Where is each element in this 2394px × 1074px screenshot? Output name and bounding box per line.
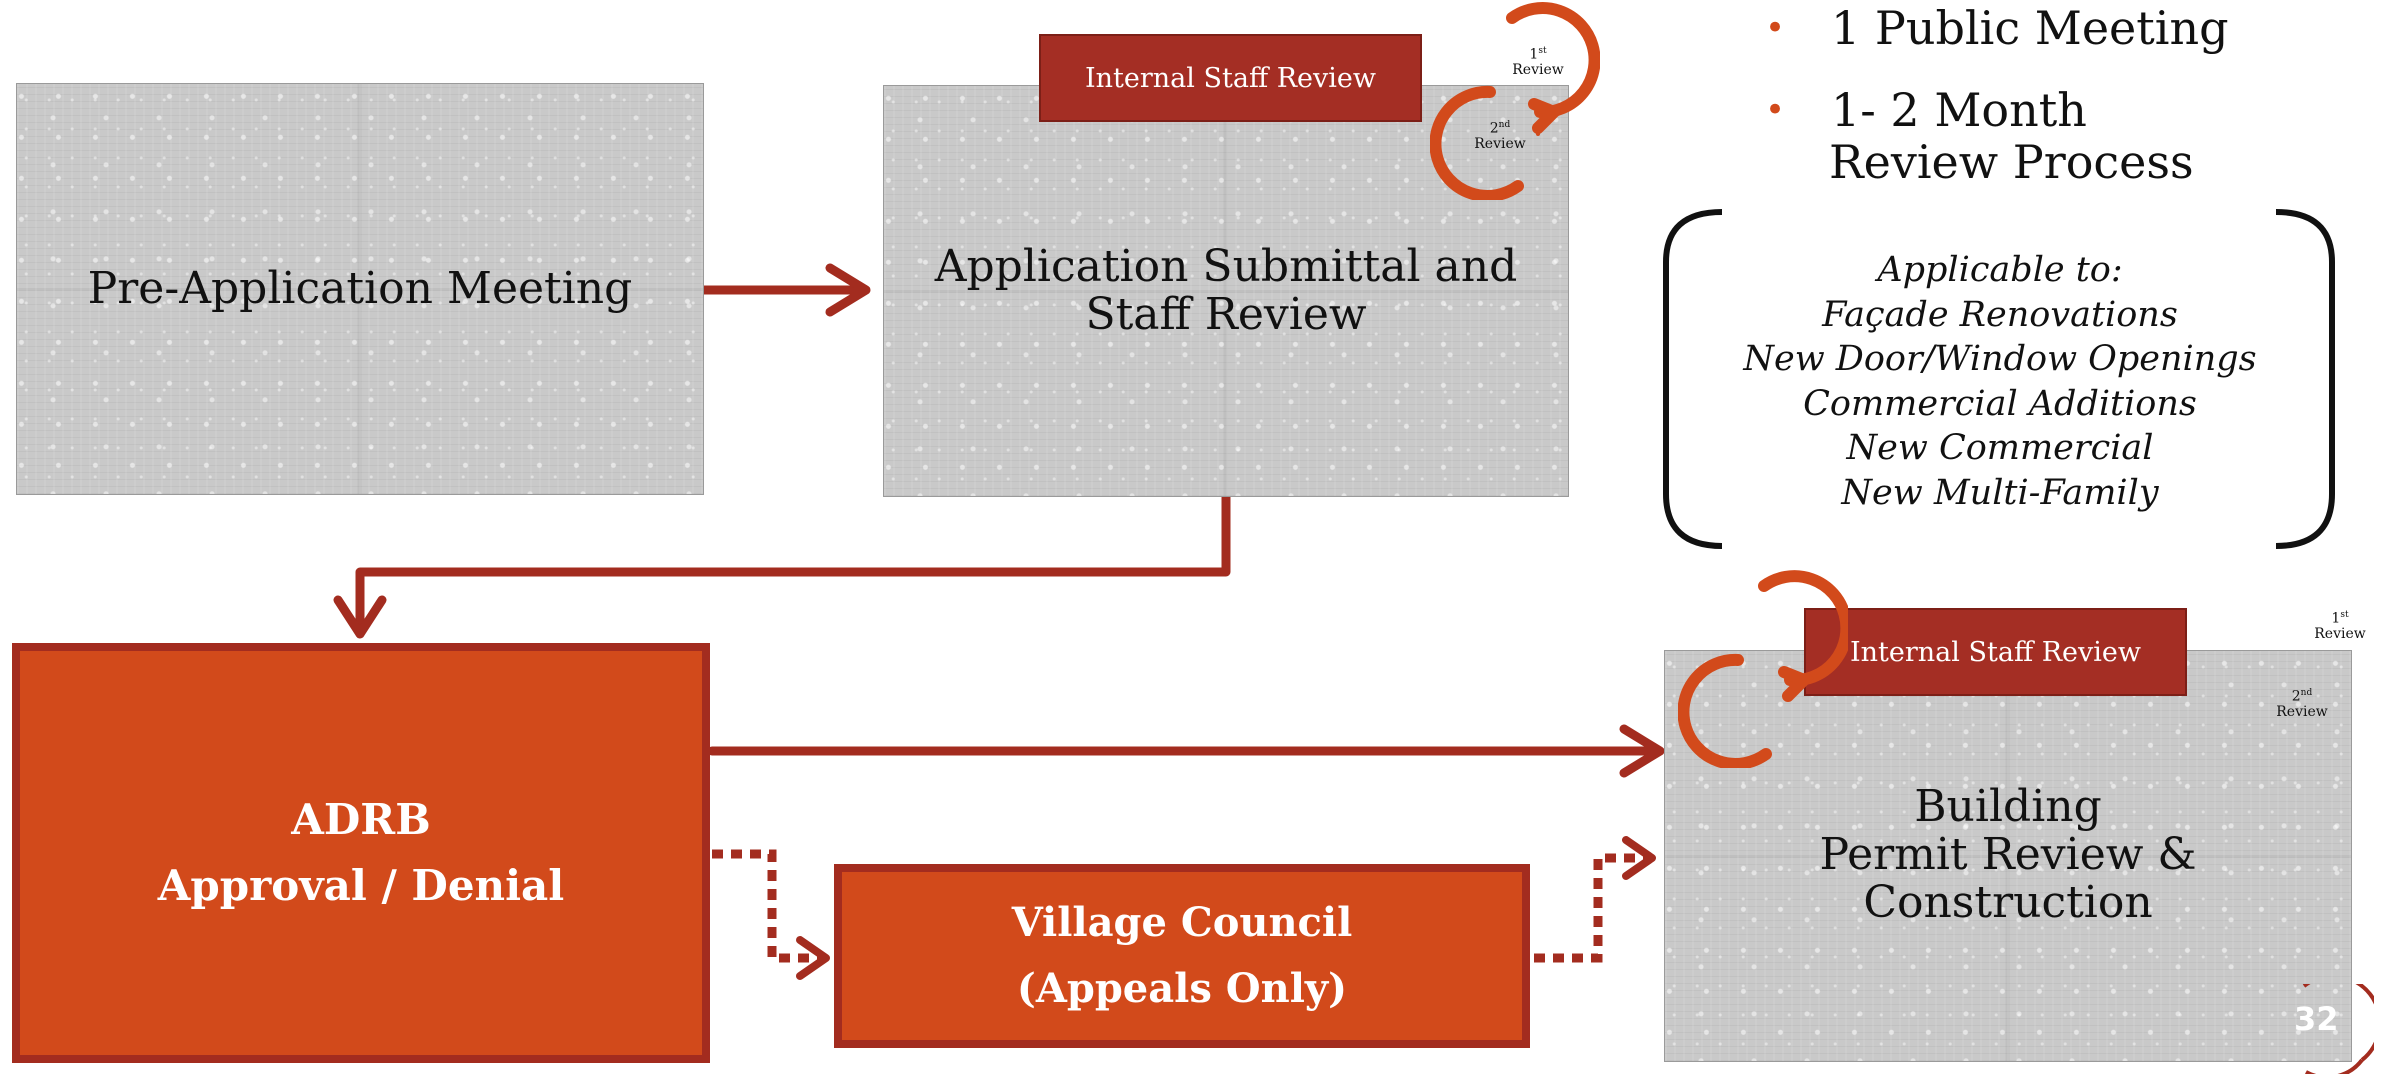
building-permit-box: Building Permit Review & Construction [1664,650,2352,1062]
building-permit-label: Building Permit Review & Construction [1819,783,2196,927]
first-review-label-top: 1st Review [1512,46,1564,78]
adrb-box: ADRB Approval / Denial [12,643,710,1063]
arrowhead-application-to-adrb [333,595,387,639]
applicable-item: Façade Renovations [1822,294,2178,335]
bullet-review-process: • 1- 2 Month Review Process [1765,84,2229,188]
right-bracket [2275,209,2335,549]
bullet-dot: • [1765,90,1786,130]
village-council-subtitle: (Appeals Only) [1016,965,1348,1012]
applicable-item: New Multi-Family [1841,472,2159,513]
arrowhead-to-building-dotted [1622,836,1656,880]
left-bracket [1663,209,1723,549]
internal-staff-review-tag-bottom: Internal Staff Review [1804,608,2187,696]
pre-application-box: Pre-Application Meeting [16,83,704,495]
review-cycle-icon-bottom [1678,570,1848,768]
internal-staff-review-tag-top: Internal Staff Review [1039,34,1422,122]
bullet-review-process-line2: Review Process [1829,135,2194,189]
arrowhead-adrb-to-building [1619,724,1665,778]
summary-bullets: • 1 Public Meeting • 1- 2 Month Review P… [1765,0,2229,188]
applicable-item: Commercial Additions [1803,383,2197,424]
first-review-label-bottom: 1st Review [2314,610,2366,642]
arrowhead-to-council [796,936,830,980]
arrow-application-to-adrb [355,492,1231,633]
village-council-title: Village Council [1011,899,1353,946]
application-label-line1: Application Submittal and [934,241,1518,292]
bullet-review-process-line1: 1- 2 Month [1831,83,2087,137]
review-cycle-icon-top [1430,2,1600,200]
applicable-item: New Door/Window Openings [1743,339,2257,379]
bullet-dot: • [1765,8,1786,48]
pre-application-label: Pre-Application Meeting [87,263,633,314]
applicable-item: New Commercial [1846,428,2154,468]
bullet-public-meeting-text: 1 Public Meeting [1831,1,2229,55]
applicable-list: Applicable to: Façade Renovations New Do… [1690,248,2310,515]
building-permit-line2: Permit Review & [1819,829,2197,880]
second-review-label-top: 2nd Review [1474,120,1526,152]
page-number: 32 [2294,1000,2339,1038]
application-label: Application Submittal and Staff Review [935,243,1518,339]
application-box: Application Submittal and Staff Review [883,85,1569,497]
village-council-box: Village Council (Appeals Only) [834,864,1530,1048]
applicable-heading: Applicable to: [1877,250,2123,290]
application-label-line2: Staff Review [1085,289,1367,340]
adrb-title: ADRB [291,795,431,844]
dotted-adrb-to-council [712,849,822,963]
bullet-public-meeting: • 1 Public Meeting [1765,2,2229,54]
arrowhead-pre-to-application [825,263,871,317]
adrb-subtitle: Approval / Denial [157,861,565,910]
building-permit-line3: Construction [1863,877,2153,928]
dotted-council-to-building [1534,853,1646,963]
page-number-badge [2302,984,2374,1074]
second-review-label-bottom: 2nd Review [2276,688,2328,720]
building-permit-line1: Building [1914,781,2102,832]
